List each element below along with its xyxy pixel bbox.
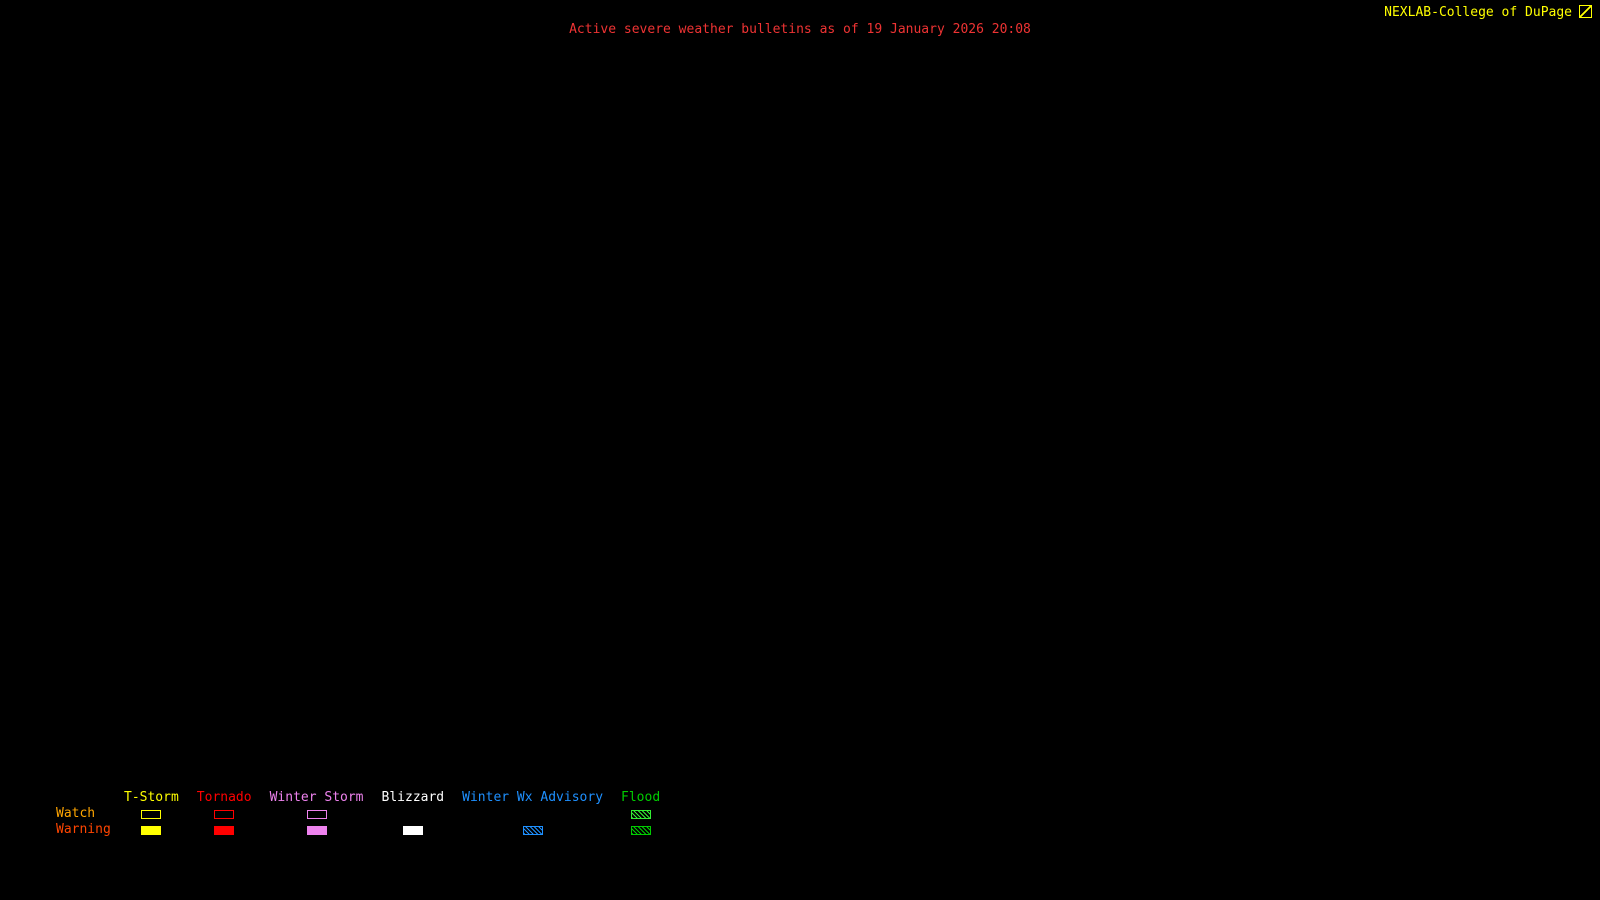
- brand-logo-icon: [1579, 5, 1592, 18]
- winter-wx-advisory-warning-swatch: [522, 825, 543, 835]
- legend-cell: [380, 822, 447, 838]
- legend-cell: [460, 806, 605, 822]
- legend-cell: [195, 822, 254, 838]
- legend-column-label: Flood: [621, 790, 661, 805]
- legend-cell: [122, 806, 181, 822]
- legend-cell: [122, 822, 181, 838]
- legend-column-blizzard: Blizzard: [380, 790, 447, 838]
- legend-column-tornado: Tornado: [195, 790, 254, 838]
- legend-cell: [195, 806, 254, 822]
- legend-columns: T-Storm Tornado Winter Storm Blizzard Winter…: [122, 790, 676, 838]
- winter-storm-warning-swatch: [306, 825, 327, 835]
- legend-warning-label: Warning: [56, 822, 111, 837]
- t-storm-warning-swatch: [141, 825, 162, 835]
- legend-cell: [380, 806, 447, 822]
- legend-row-labels: Watch Warning: [56, 790, 122, 838]
- legend-cell: [619, 822, 662, 838]
- legend-column-winter-wx-advisory: Winter Wx Advisory: [460, 790, 605, 838]
- legend-column-label: Winter Storm: [269, 790, 364, 805]
- legend: Watch Warning T-Storm Tornado Winter Storm…: [56, 790, 676, 838]
- legend-column-winter-storm: Winter Storm: [268, 790, 366, 838]
- legend-cell: [268, 806, 366, 822]
- blizzard-warning-swatch: [402, 825, 423, 835]
- flood-warning-swatch: [630, 825, 651, 835]
- legend-cell: [268, 822, 366, 838]
- winter-storm-watch-swatch: [306, 809, 327, 819]
- legend-column-t-storm: T-Storm: [122, 790, 181, 838]
- page-title: Active severe weather bulletins as of 19…: [569, 22, 1031, 37]
- legend-watch-label: Watch: [56, 806, 96, 821]
- brand-text: NEXLAB-College of DuPage: [1384, 5, 1572, 20]
- legend-column-label: T-Storm: [124, 790, 179, 805]
- legend-column-flood: Flood: [619, 790, 662, 838]
- tornado-warning-swatch: [214, 825, 235, 835]
- t-storm-watch-swatch: [141, 809, 162, 819]
- legend-cell: [619, 806, 662, 822]
- legend-column-label: Blizzard: [381, 790, 445, 805]
- flood-watch-swatch: [630, 809, 651, 819]
- legend-column-label: Winter Wx Advisory: [462, 790, 604, 805]
- tornado-watch-swatch: [214, 809, 235, 819]
- legend-header-spacer: [56, 790, 122, 806]
- legend-cell: [460, 822, 605, 838]
- legend-column-label: Tornado: [196, 790, 252, 805]
